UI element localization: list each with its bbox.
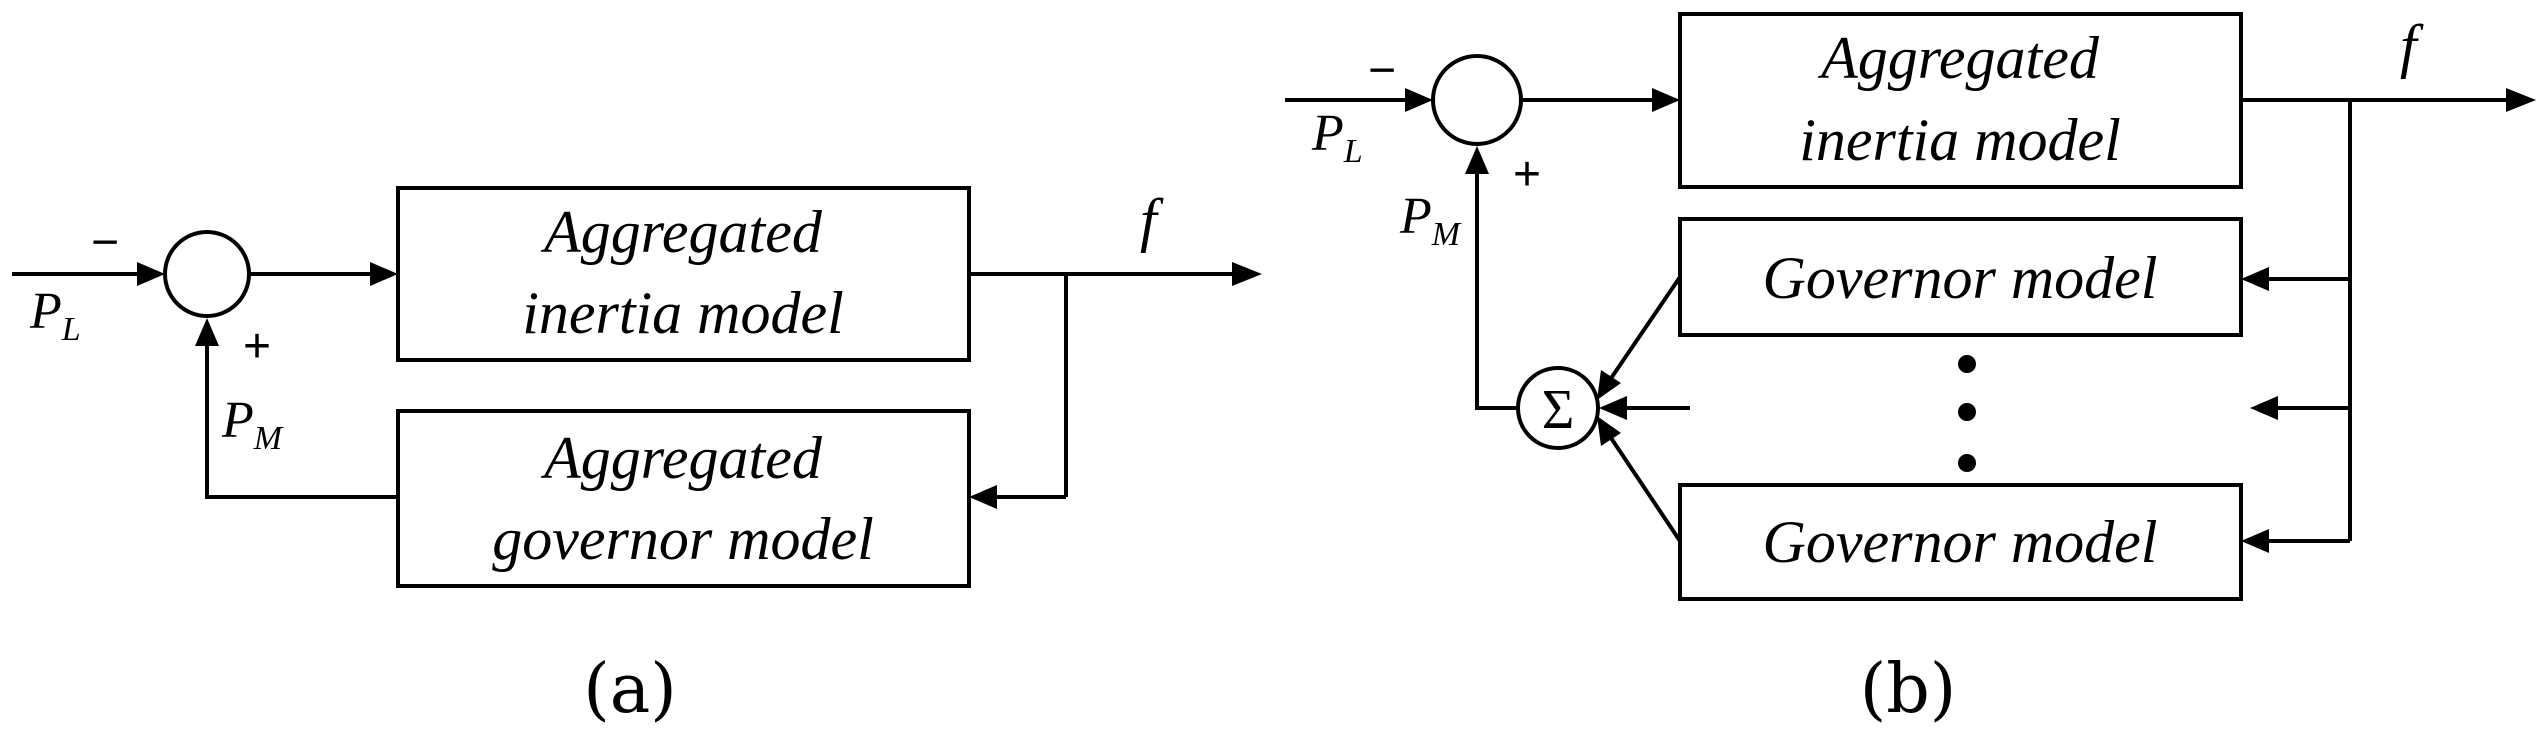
panel-b-governor-1-label: Governor model xyxy=(1763,245,2158,311)
panel-a-output-label: f xyxy=(1140,187,1164,253)
panel-a-governor-line1: Aggregated xyxy=(540,425,823,491)
panel-b-gov2-to-sigma xyxy=(1599,421,1682,543)
panel-b-pm-label: PM xyxy=(1399,188,1462,253)
panel-a-pm-line xyxy=(205,330,398,499)
panel-a-feedback-arrowhead xyxy=(969,485,997,509)
panel-b-gov1-sigma-arrowhead xyxy=(1597,370,1621,400)
panel-a-pm-label: PM xyxy=(221,392,284,457)
panel-b: Aggregated inertia model f Governor mode… xyxy=(1285,12,2536,729)
panel-b-plus-sign: + xyxy=(1513,148,1541,201)
panel-a-pl-label: PL xyxy=(29,283,81,348)
panel-b-input-arrowhead xyxy=(1405,88,1433,112)
panel-b-mid-sigma-arrowhead xyxy=(1599,396,1627,420)
panel-b-caption: (b) xyxy=(1860,650,1957,729)
panel-a-inertia-line2: inertia model xyxy=(522,280,844,346)
panel-b-pl-label: PL xyxy=(1311,105,1363,170)
panel-b-inertia-line1: Aggregated xyxy=(1817,25,2100,91)
panel-b-ellipsis-dot-1 xyxy=(1958,355,1976,373)
panel-b-pm-line xyxy=(1475,158,1518,410)
panel-a: Aggregated inertia model f Aggregated go… xyxy=(12,186,1262,729)
panel-b-middle-arrowhead xyxy=(2250,396,2278,420)
panel-b-sigma-symbol: Σ xyxy=(1542,379,1575,441)
panel-b-gov2-sigma-arrowhead xyxy=(1597,416,1621,446)
panel-a-inertia-block xyxy=(396,186,971,362)
panel-b-governor-2-label: Governor model xyxy=(1763,509,2158,575)
panel-b-governor-1-arrowhead xyxy=(2241,267,2269,291)
panel-b-governor-2-arrowhead xyxy=(2241,529,2269,553)
panel-b-inertia-line2: inertia model xyxy=(1799,107,2121,173)
panel-b-summing-junction xyxy=(1431,54,1523,146)
panel-a-input-arrowhead xyxy=(137,262,165,286)
panel-a-caption: (a) xyxy=(583,650,677,729)
panel-a-plus-sign: + xyxy=(243,320,271,373)
panel-a-governor-line2: governor model xyxy=(492,506,874,572)
panel-b-forward-arrowhead xyxy=(1652,88,1680,112)
panel-b-output-arrowhead xyxy=(2506,88,2536,112)
panel-a-summing-junction xyxy=(163,230,251,318)
panel-b-ellipsis-dot-2 xyxy=(1958,403,1976,421)
panel-b-governor-block-2 xyxy=(1678,483,2243,601)
panel-a-minus-sign: − xyxy=(91,216,119,269)
panel-b-minus-sign: − xyxy=(1368,44,1396,97)
panel-b-gov1-to-sigma xyxy=(1599,275,1682,395)
panel-a-forward-arrowhead xyxy=(370,262,398,286)
panel-a-inertia-line1: Aggregated xyxy=(540,199,823,265)
panel-b-output-label: f xyxy=(2400,13,2424,79)
panel-a-pm-arrowhead xyxy=(195,318,219,346)
panel-a-output-arrowhead xyxy=(1232,262,1262,286)
panel-b-pm-arrowhead xyxy=(1465,146,1489,174)
panel-b-ellipsis-dot-3 xyxy=(1958,454,1976,472)
